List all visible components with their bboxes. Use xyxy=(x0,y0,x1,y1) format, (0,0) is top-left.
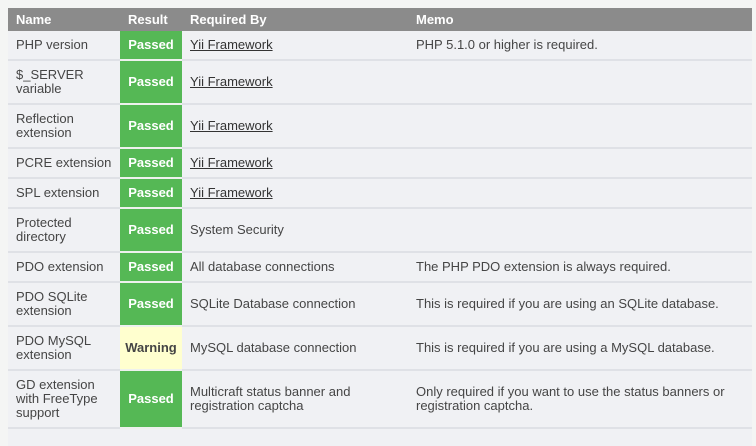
required-by-cell: Multicraft status banner and registratio… xyxy=(182,370,408,429)
requirement-name-cell: PHP version xyxy=(8,31,120,61)
result-cell: Passed xyxy=(120,31,182,61)
table-row: PDO SQLite extension Passed SQLite Datab… xyxy=(8,282,752,327)
required-by-cell: Yii Framework xyxy=(182,104,408,149)
table-header: Name Result Required By Memo xyxy=(8,8,752,31)
requirement-name-cell: PDO SQLite extension xyxy=(8,282,120,327)
table-row: PHP version Passed Yii Framework PHP 5.1… xyxy=(8,31,752,61)
memo-cell: Only required if you want to use the sta… xyxy=(408,370,752,429)
requirement-name-cell: PCRE extension xyxy=(8,148,120,179)
requirement-name-cell: PDO MySQL extension xyxy=(8,326,120,371)
result-badge: Passed xyxy=(128,222,174,237)
memo-cell: This is required if you are using a MySQ… xyxy=(408,326,752,371)
result-badge: Passed xyxy=(128,118,174,133)
memo-cell: PHP 5.1.0 or higher is required. xyxy=(408,31,752,61)
result-cell: Passed xyxy=(120,60,182,105)
required-by-text: System Security xyxy=(190,222,284,237)
required-by-cell: SQLite Database connection xyxy=(182,282,408,327)
result-badge: Passed xyxy=(128,155,174,170)
requirement-name-cell: Protected directory xyxy=(8,208,120,253)
required-by-cell: Yii Framework xyxy=(182,178,408,209)
result-cell: Passed xyxy=(120,282,182,327)
required-by-cell: All database connections xyxy=(182,252,408,283)
column-header-memo: Memo xyxy=(408,8,752,31)
required-by-link[interactable]: Yii Framework xyxy=(190,155,273,170)
required-by-cell: Yii Framework xyxy=(182,60,408,105)
result-badge: Passed xyxy=(128,391,174,406)
result-cell: Warning xyxy=(120,326,182,371)
result-cell: Passed xyxy=(120,370,182,429)
result-badge: Passed xyxy=(128,185,174,200)
table-row-partial xyxy=(8,428,752,446)
requirement-name-cell: $_SERVER variable xyxy=(8,60,120,105)
result-cell: Passed xyxy=(120,178,182,209)
requirement-name-cell: GD extension with FreeType support xyxy=(8,370,120,429)
required-by-cell: System Security xyxy=(182,208,408,253)
result-badge: Passed xyxy=(128,74,174,89)
required-by-cell: Yii Framework xyxy=(182,148,408,179)
memo-cell xyxy=(408,208,752,253)
result-badge: Passed xyxy=(128,296,174,311)
column-header-required-by: Required By xyxy=(182,8,408,31)
required-by-text: Multicraft status banner and registratio… xyxy=(190,384,351,413)
table-row: SPL extension Passed Yii Framework xyxy=(8,178,752,209)
memo-cell: This is required if you are using an SQL… xyxy=(408,282,752,327)
table-row: $_SERVER variable Passed Yii Framework xyxy=(8,60,752,105)
table-row: PDO MySQL extension Warning MySQL databa… xyxy=(8,326,752,371)
table-row: Protected directory Passed System Securi… xyxy=(8,208,752,253)
result-cell: Passed xyxy=(120,148,182,179)
requirement-name-cell: Reflection extension xyxy=(8,104,120,149)
memo-cell xyxy=(408,148,752,179)
required-by-cell: Yii Framework xyxy=(182,31,408,61)
memo-cell xyxy=(408,178,752,209)
memo-cell: The PHP PDO extension is always required… xyxy=(408,252,752,283)
result-cell: Passed xyxy=(120,252,182,283)
result-cell: Passed xyxy=(120,104,182,149)
table-row: Reflection extension Passed Yii Framewor… xyxy=(8,104,752,149)
column-header-name: Name xyxy=(8,8,120,31)
required-by-link[interactable]: Yii Framework xyxy=(190,74,273,89)
required-by-link[interactable]: Yii Framework xyxy=(190,37,273,52)
required-by-text: MySQL database connection xyxy=(190,340,357,355)
table-row: GD extension with FreeType support Passe… xyxy=(8,370,752,429)
result-badge: Warning xyxy=(125,340,177,355)
requirement-name-cell: SPL extension xyxy=(8,178,120,209)
required-by-cell: MySQL database connection xyxy=(182,326,408,371)
table-row: PCRE extension Passed Yii Framework xyxy=(8,148,752,179)
required-by-link[interactable]: Yii Framework xyxy=(190,118,273,133)
required-by-link[interactable]: Yii Framework xyxy=(190,185,273,200)
requirements-table: Name Result Required By Memo PHP version… xyxy=(8,8,752,446)
result-badge: Passed xyxy=(128,259,174,274)
requirement-name-cell: PDO extension xyxy=(8,252,120,283)
column-header-result: Result xyxy=(120,8,182,31)
required-by-text: SQLite Database connection xyxy=(190,296,356,311)
table-row: PDO extension Passed All database connec… xyxy=(8,252,752,283)
result-badge: Passed xyxy=(128,37,174,52)
result-cell: Passed xyxy=(120,208,182,253)
required-by-text: All database connections xyxy=(190,259,335,274)
table-body: PHP version Passed Yii Framework PHP 5.1… xyxy=(8,31,752,429)
memo-cell xyxy=(408,104,752,149)
memo-cell xyxy=(408,60,752,105)
